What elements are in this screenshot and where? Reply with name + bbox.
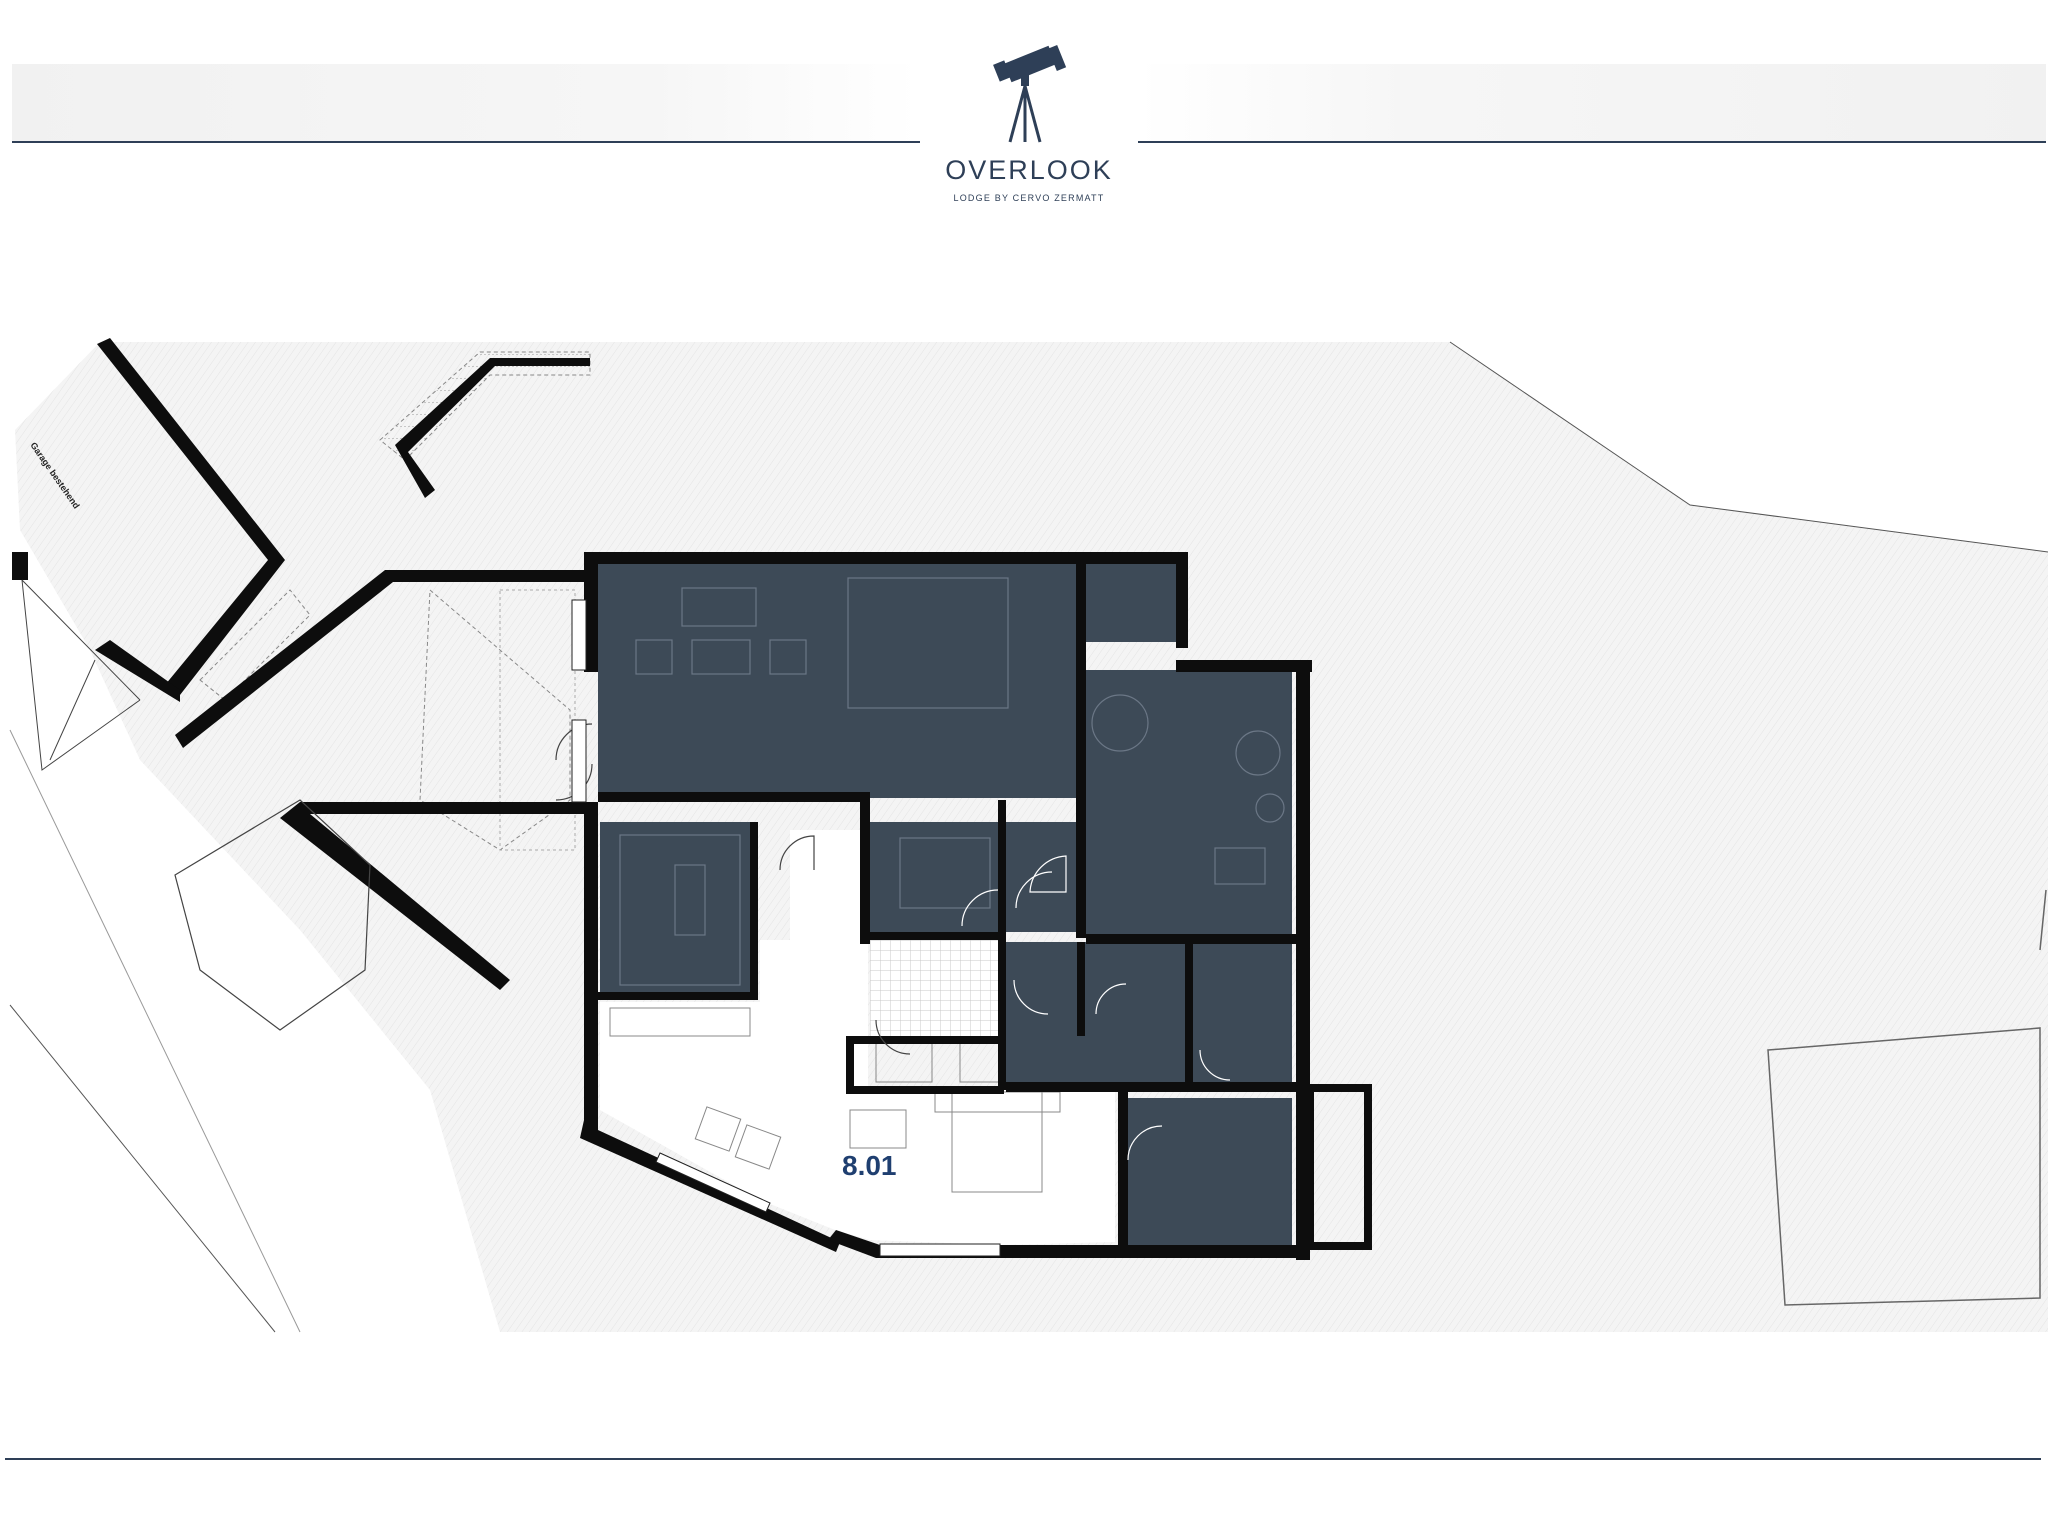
- room-bedroom-2: [600, 822, 758, 992]
- apartment-furniture: [609, 1007, 1061, 1193]
- room-bedroom-3: [1126, 1098, 1292, 1246]
- road-edge-2: [9, 729, 301, 1333]
- windows: [571, 599, 1001, 1257]
- road-edge: [9, 1004, 276, 1333]
- furniture-outlines: [619, 577, 1285, 986]
- footer-line: [5, 1458, 2041, 1460]
- exterior-stairs-entry: [499, 589, 576, 851]
- brand-name: OVERLOOK: [945, 155, 1113, 185]
- bathroom-tiles: [870, 940, 998, 1038]
- neighbour-outline: [1767, 1027, 2041, 1306]
- telescope-icon: [993, 45, 1067, 143]
- door-swings: [961, 855, 1231, 1161]
- unit-label: 8.01: [842, 1150, 897, 1181]
- room-top-right: [1084, 558, 1176, 642]
- brand-logo: OVERLOOK LODGE BY CERVO ZERMATT: [920, 40, 1138, 210]
- room-living: [598, 558, 1076, 798]
- terrain-edge: [1449, 341, 2048, 553]
- header-band-right: [1138, 64, 2046, 143]
- exterior-stairs-lower: [199, 588, 571, 851]
- room-middle: [1004, 942, 1292, 1088]
- entrance-wall-lower: [280, 802, 590, 990]
- garage-wall: [97, 338, 285, 695]
- room-bedroom-1: [1086, 670, 1292, 934]
- brand-tagline: LODGE BY CERVO ZERMATT: [953, 193, 1105, 203]
- header-band-left: [12, 64, 920, 143]
- balcony: [1306, 1084, 1372, 1250]
- garage-lines: [21, 579, 141, 771]
- neighbour-edge: [2039, 889, 2047, 951]
- floor-plan: Garage bestehend: [9, 338, 2048, 1333]
- lower-stairs-block: [174, 799, 371, 1031]
- garage-wall-lower: [95, 640, 180, 702]
- room-bath-1: [870, 822, 1000, 932]
- garage-corner: [12, 552, 28, 580]
- room-hall: [1004, 822, 1080, 932]
